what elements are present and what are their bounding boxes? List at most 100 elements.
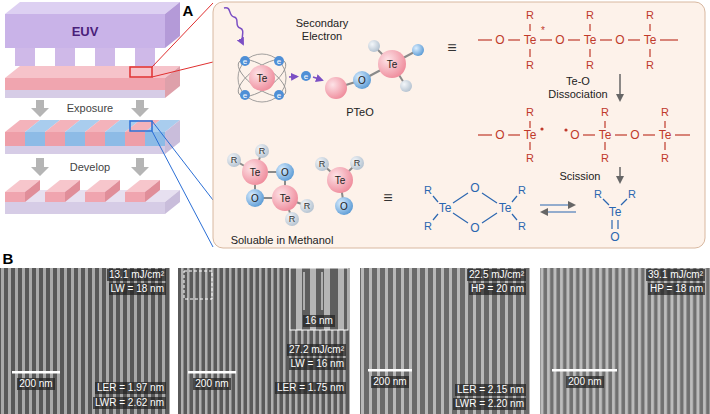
developed-slab-part — [5, 202, 165, 214]
developed-slab-part — [105, 180, 120, 202]
atom-symbol: Te — [524, 128, 537, 142]
substituent-symbol: R — [526, 152, 534, 164]
pteo-molecule-part — [368, 40, 380, 52]
atom-symbol: O — [470, 221, 479, 235]
exposed-slab-part — [152, 131, 213, 247]
ring-bonds-part — [512, 214, 517, 220]
measurement-label: LER = 2.15 nm — [455, 384, 526, 396]
substituent-symbol: R — [601, 106, 609, 118]
chain-bonds-part — [529, 142, 530, 150]
atom-symbol: Te — [599, 128, 612, 142]
atom-symbol: O — [570, 128, 579, 142]
electron-symbol: e — [304, 72, 308, 81]
euv-source-part — [55, 48, 75, 66]
substituent-symbol: R — [526, 59, 534, 71]
substituent-symbol: R — [424, 184, 432, 196]
product-spheres-part — [227, 153, 241, 167]
sem-images-part — [322, 272, 323, 310]
chain-bonds-part — [478, 134, 492, 135]
te-atom-part — [233, 53, 291, 103]
measurement-label: 200 nm — [17, 378, 54, 390]
chain-bonds-part — [615, 134, 627, 135]
chain-bonds-part — [604, 121, 605, 128]
atom-symbol: Te — [524, 33, 537, 47]
te-atom-part — [240, 90, 250, 100]
pteo-molecule-part — [353, 71, 371, 89]
te-atom-part — [301, 71, 311, 81]
exposed-slab-part — [165, 120, 180, 154]
product-spheres-part — [300, 199, 314, 213]
panel-letter: A — [183, 2, 194, 19]
ring-bonds-part — [611, 220, 612, 229]
reaction-arrow — [540, 74, 620, 212]
equivalence-sign: ≡ — [447, 39, 456, 57]
chain-bonds-part — [675, 134, 690, 135]
chain-bonds-part — [583, 134, 595, 135]
atom-symbol: Te — [609, 205, 622, 219]
sem-images-part — [188, 371, 236, 374]
process-arrow-part — [131, 100, 149, 117]
chain-bonds-part — [540, 39, 552, 40]
atom-symbol: Te — [584, 33, 597, 47]
atom-symbol: Te — [499, 201, 512, 215]
product-spheres-part — [242, 159, 268, 185]
te-atom — [233, 53, 311, 103]
ring-bonds-part — [433, 196, 438, 202]
reaction-arrow-part — [540, 204, 574, 205]
step-label: Soluable in Methanol — [231, 234, 334, 247]
measurement-label: HP = 18 nm — [648, 283, 705, 295]
chain-bonds-part — [478, 39, 492, 40]
developed-slab — [5, 180, 180, 214]
chain-bonds-part — [529, 24, 530, 31]
chain-bonds-part — [600, 39, 612, 40]
measurement-label: HP = 20 nm — [469, 283, 526, 295]
exposed-slab-part — [130, 121, 152, 131]
sem-inset: 16 nm — [290, 268, 348, 330]
mechanism-panel: Secondary ElectronPTeOTe-O DissociationS… — [213, 2, 705, 248]
product-spheres-part — [255, 144, 269, 158]
resist-slab-part — [5, 78, 165, 90]
atom-symbol: O — [495, 33, 504, 47]
chain-bonds-part — [664, 121, 665, 128]
euv-source-part — [5, 2, 180, 14]
product-spheres-part — [315, 157, 329, 171]
process-arrow — [31, 100, 149, 176]
ring-bonds-part — [621, 199, 627, 205]
equivalence-sign: ≡ — [383, 189, 392, 207]
substituent-symbol: R — [354, 158, 361, 168]
sem-images-part — [12, 371, 60, 374]
pteo-molecule-part — [400, 80, 412, 92]
chain-bonds-part — [649, 24, 650, 31]
product-spheres-part — [285, 212, 299, 226]
chain-bonds-part — [643, 134, 655, 135]
sem-images-part — [178, 268, 350, 414]
atom-symbol: O — [358, 75, 366, 86]
te-atom-part — [240, 56, 250, 66]
measurement-label: 13.1 mJ/cm² — [107, 269, 166, 281]
euv-source-part — [135, 48, 155, 66]
developed-slab-part — [45, 192, 65, 202]
measurement-label: LER = 1.75 nm — [275, 382, 346, 394]
euv-photon-part — [313, 77, 322, 80]
developed-slab-part — [25, 180, 40, 202]
euv-source-part — [165, 2, 180, 48]
developed-slab-part — [165, 190, 180, 214]
substituent-symbol: R — [646, 9, 654, 21]
measurement-label: LW = 18 nm — [109, 283, 166, 295]
exposed-slab-part — [85, 132, 105, 146]
substituent-symbol: R — [661, 152, 669, 164]
euv-source-part — [5, 14, 165, 48]
exposed-slab-part — [125, 132, 145, 146]
measurement-label: 39.1 mJ/cm² — [646, 269, 705, 281]
euv-source-part — [95, 48, 115, 66]
product-spheres-part — [327, 167, 353, 193]
substituent-symbol: R — [526, 9, 534, 21]
product-spheres-part — [350, 156, 364, 170]
step-label: Secondary Electron — [282, 17, 362, 43]
te-atom-part — [233, 53, 291, 103]
atom-symbol: O — [630, 128, 639, 142]
chain-bonds-part — [564, 128, 567, 131]
substituent-symbol: R — [304, 201, 311, 211]
euv-source — [5, 2, 180, 66]
euv-photon-part — [224, 8, 243, 44]
